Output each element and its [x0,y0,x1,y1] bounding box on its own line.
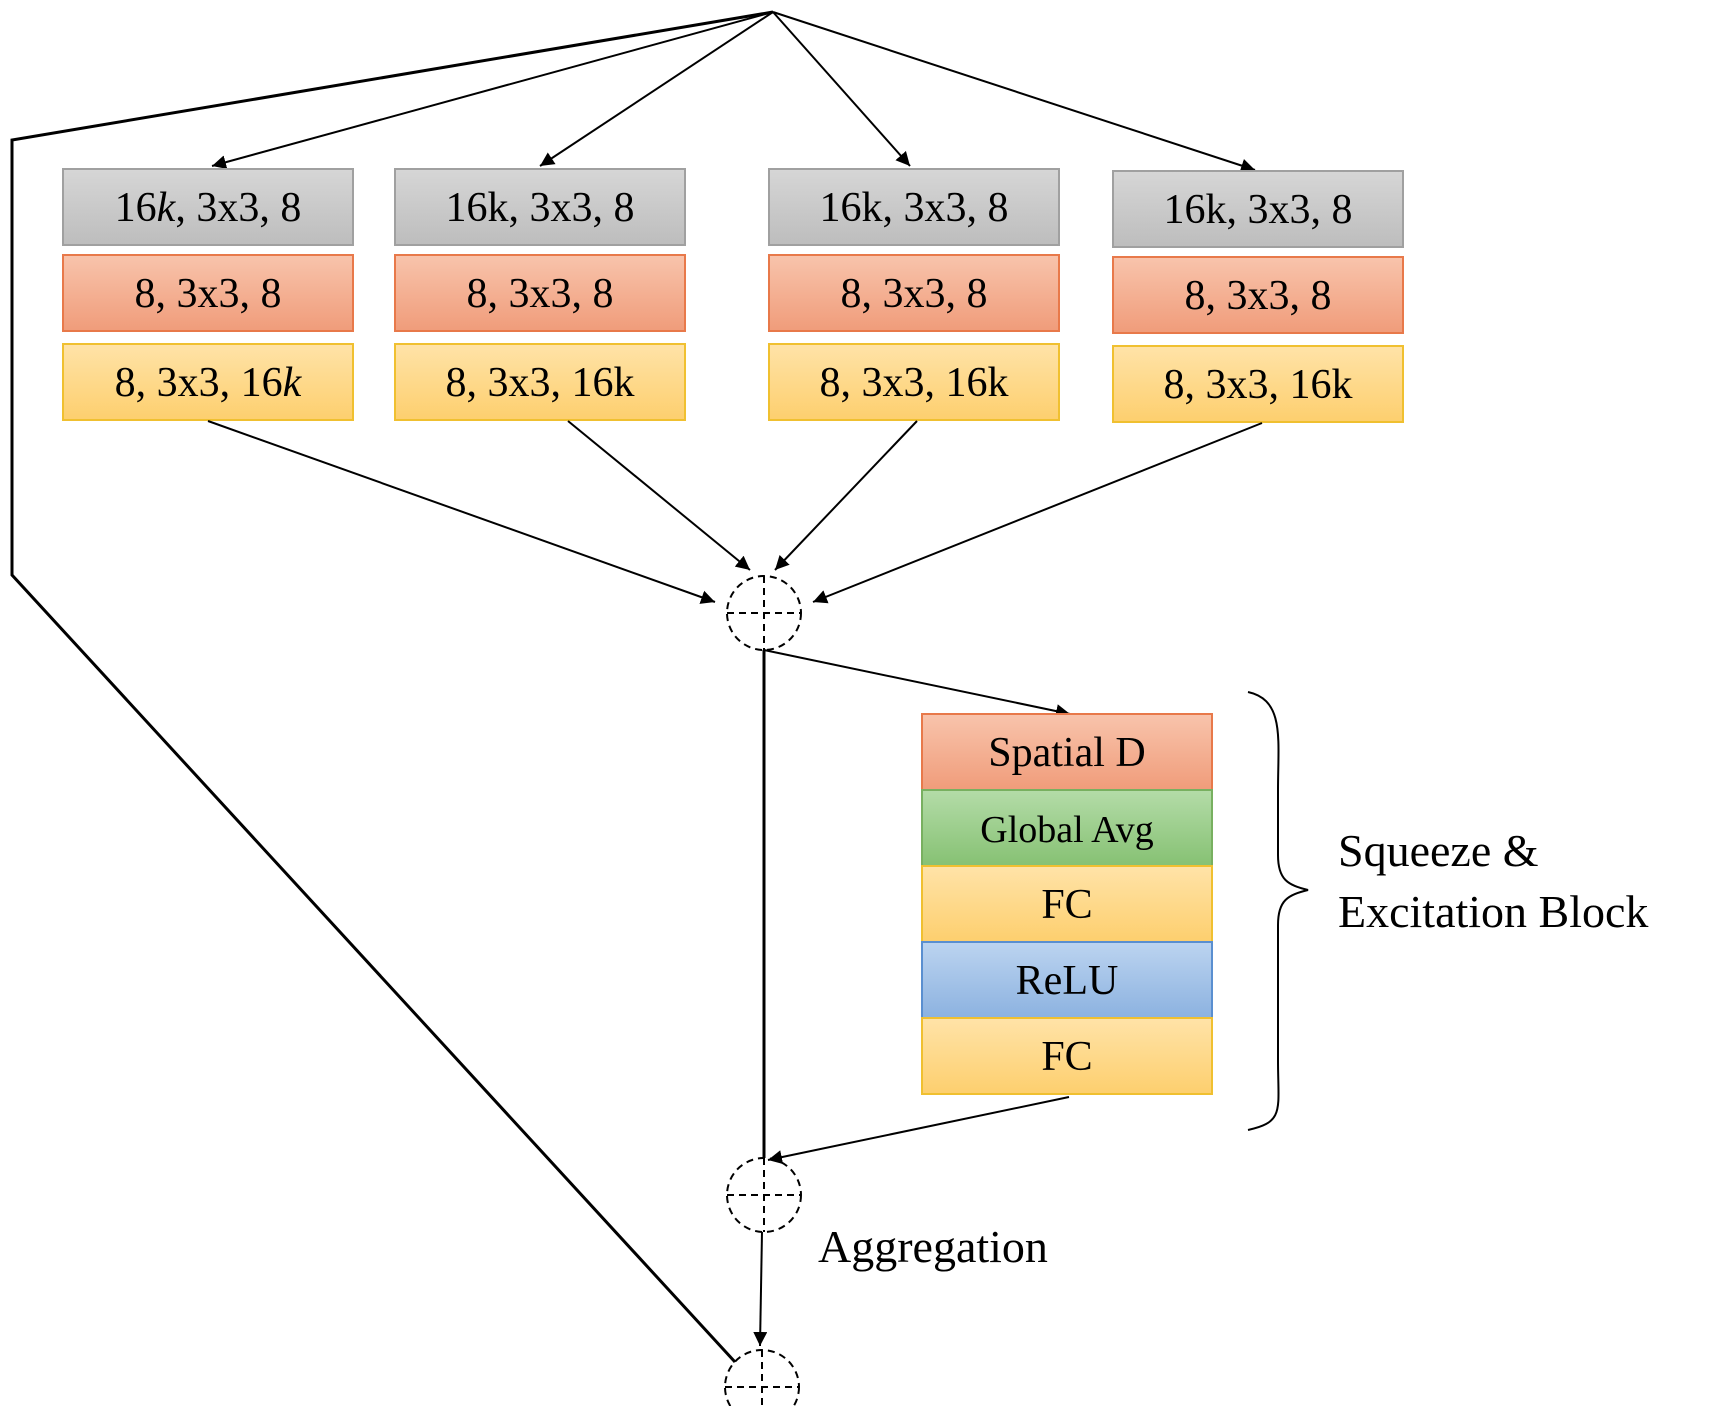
se-output-arrow [767,1096,1070,1164]
branch-4-reduce-conv-box [1112,170,1404,248]
se-label-line1: Squeeze & [1338,825,1539,876]
branch-4: 16k, 3x3, 8 8, 3x3, 8 8, 3x3, 16k [1112,170,1404,423]
se-fc-2-box [921,1017,1213,1095]
branch-2-reduce-conv-box [394,168,686,246]
sum-node-final [724,1349,800,1406]
branch-2-middle-conv-box [394,254,686,332]
merge-arrows [207,420,1263,604]
branch-2-expand-conv-box [394,343,686,421]
se-spatial-d-box [921,713,1213,791]
branch-1-expand-conv-label: 8, 3x3, 16k [115,360,303,406]
branch-4-middle-conv-label: 8, 3x3, 8 [1185,273,1332,319]
split-arrows [211,11,1256,173]
branch-2: 16k, 3x3, 8 8, 3x3, 8 8, 3x3, 16k [394,168,686,421]
branch-4-reduce-conv-label: 16k, 3x3, 8 [1164,187,1353,233]
branch-1-middle-conv-box [62,254,354,332]
branch-4-expand-conv-label: 8, 3x3, 16k [1164,362,1353,408]
branch-3-expand-conv-box [768,343,1060,421]
sum-node-merge [726,575,802,651]
branch-3: 16k, 3x3, 8 8, 3x3, 8 8, 3x3, 16k [768,168,1060,421]
branch-3-expand-conv-label: 8, 3x3, 16k [820,360,1009,406]
branch-1: 16k, 3x3, 8 8, 3x3, 8 8, 3x3, 16k [62,168,354,421]
se-fc-1-box [921,865,1213,943]
sum-node-aggregation [726,1157,802,1233]
se-input-arrow [763,649,1071,718]
branch-4-middle-conv-box [1112,256,1404,334]
se-curly-brace [1247,691,1309,1131]
branch-2-reduce-conv-label: 16k, 3x3, 8 [446,185,635,231]
se-fc-1-label: FC [1041,882,1092,928]
se-global-avg-box [921,789,1213,867]
se-spatial-d-label: Spatial D [988,730,1145,776]
aggregation-label: Aggregation [818,1221,1048,1272]
se-label-line2: Excitation Block [1338,886,1648,937]
branch-2-middle-conv-label: 8, 3x3, 8 [467,271,614,317]
branch-3-middle-conv-box [768,254,1060,332]
skip-connection [10,10,774,1364]
branch-1-expand-conv-box [62,343,354,421]
se-fc-2-label: FC [1041,1034,1092,1080]
aggregation-output-arrow [753,1231,768,1347]
branch-1-reduce-conv-label: 16k, 3x3, 8 [115,185,302,231]
branch-3-reduce-conv-box [768,168,1060,246]
branch-3-middle-conv-label: 8, 3x3, 8 [841,271,988,317]
se-relu-label: ReLU [1016,958,1119,1004]
se-global-avg-label: Global Avg [980,809,1153,851]
branch-2-expand-conv-label: 8, 3x3, 16k [446,360,635,406]
branch-1-middle-conv-label: 8, 3x3, 8 [135,271,282,317]
branch-1-reduce-conv-box [62,168,354,246]
branch-3-reduce-conv-label: 16k, 3x3, 8 [820,185,1009,231]
branch-4-expand-conv-box [1112,345,1404,423]
se-relu-box [921,941,1213,1019]
